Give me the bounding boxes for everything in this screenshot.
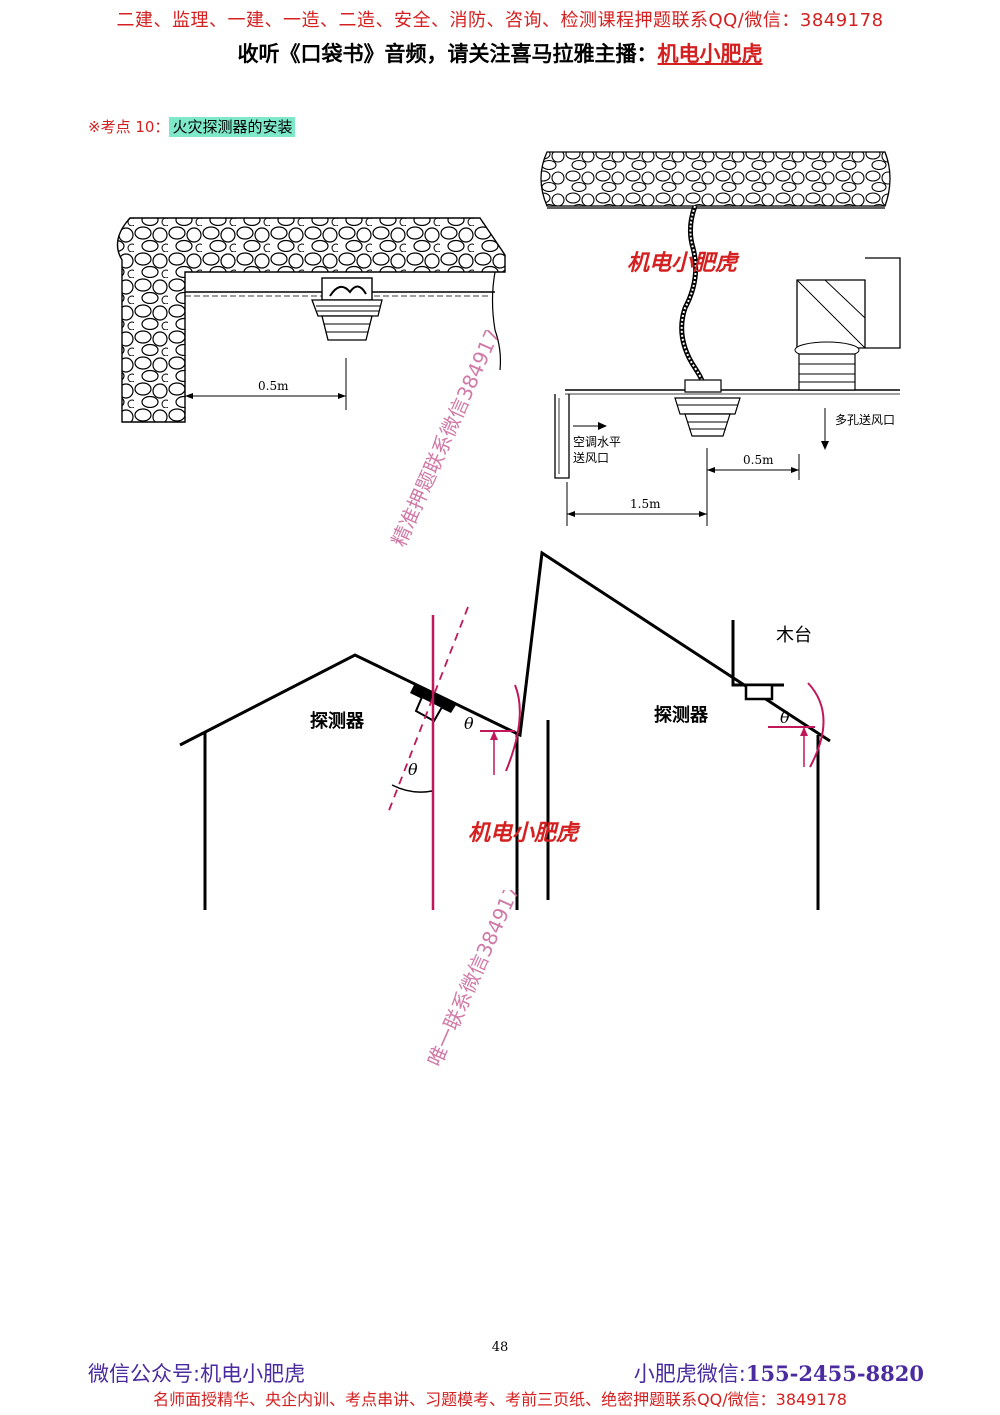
theta-left-inner: θ — [408, 760, 418, 779]
listen-brand-link[interactable]: 机电小肥虎 — [657, 42, 763, 66]
detector-label-right: 探测器 — [654, 704, 709, 726]
roof-outline — [179, 550, 831, 747]
svg-text:精准押题联系微信3849178: 精准押题联系微信3849178 — [387, 330, 510, 550]
listen-text: 收听《口袋书》音频，请关注喜马拉雅主播： — [237, 42, 658, 66]
section-title: 火灾探测器的安装 — [169, 117, 296, 137]
watermark-upper: 精准押题联系微信3849178 — [387, 330, 510, 550]
footer-wechat-contact-number: 155-2455-8820 — [745, 1361, 924, 1386]
smoke-detector-icon — [311, 277, 383, 341]
ac-outlet-label-line1: 空调水平 — [573, 435, 621, 449]
figure-beam-detector: 0.5m — [116, 217, 506, 423]
svg-text:唯一联系微信3849178: 唯一联系微信3849178 — [423, 890, 530, 1070]
brand-stamp-lower: 机电小肥虎 — [468, 821, 581, 846]
outlet-distance-large-label: 1.5m — [630, 497, 661, 511]
beam-dimension-label: 0.5m — [258, 379, 289, 393]
wood-base-label: 木台 — [776, 625, 812, 646]
outlet-distance-small-label: 0.5m — [743, 453, 774, 467]
concrete-slab-beam — [116, 217, 506, 423]
promo-header-line: 二建、监理、一建、一造、二造、安全、消防、咨询、检测课程押题联系QQ/微信：38… — [116, 10, 884, 31]
section-heading: ※考点 10：火灾探测器的安装 — [88, 116, 296, 137]
perforated-outlet-label: 多孔送风口 — [835, 412, 895, 427]
suspended-detector-icon — [674, 379, 741, 437]
right-roof-detector-icon — [731, 620, 784, 701]
footer-wechat-contact-label: 小肥虎微信: — [633, 1362, 746, 1386]
perforated-air-outlet — [794, 257, 901, 391]
footer-wechat-contact: 小肥虎微信:155-2455-8820 — [634, 1358, 924, 1388]
watermark-lower: 唯一联系微信3849178 — [423, 890, 530, 1070]
theta-left-edge: θ — [464, 714, 474, 733]
page-number: 48 — [491, 1340, 509, 1355]
figure-sloped-roof: θ θ 探测器 木台 探测器 θ 机电小肥虎 — [179, 550, 831, 910]
theta-right-edge: θ — [780, 708, 790, 727]
footer-promo-line: 名师面授精华、央企内训、考点串讲、习题模考、考前三页纸、绝密押题联系QQ/微信：… — [153, 1390, 847, 1409]
upper-slab — [540, 151, 891, 207]
detector-label-left: 探测器 — [310, 710, 365, 732]
listen-header-line: 收听《口袋书》音频，请关注喜马拉雅主播：机电小肥虎 — [0, 38, 1000, 68]
ac-outlet-label-line2: 送风口 — [573, 450, 609, 465]
figure-air-outlet-detector: 多孔送风口 空调水平 送风口 0.5m 1.5m 机电小肥虎 — [540, 151, 901, 526]
footer-wechat-public: 微信公众号:机电小肥虎 — [88, 1362, 306, 1386]
section-prefix: ※考点 10： — [88, 118, 170, 136]
brand-stamp-upper: 机电小肥虎 — [627, 251, 740, 276]
